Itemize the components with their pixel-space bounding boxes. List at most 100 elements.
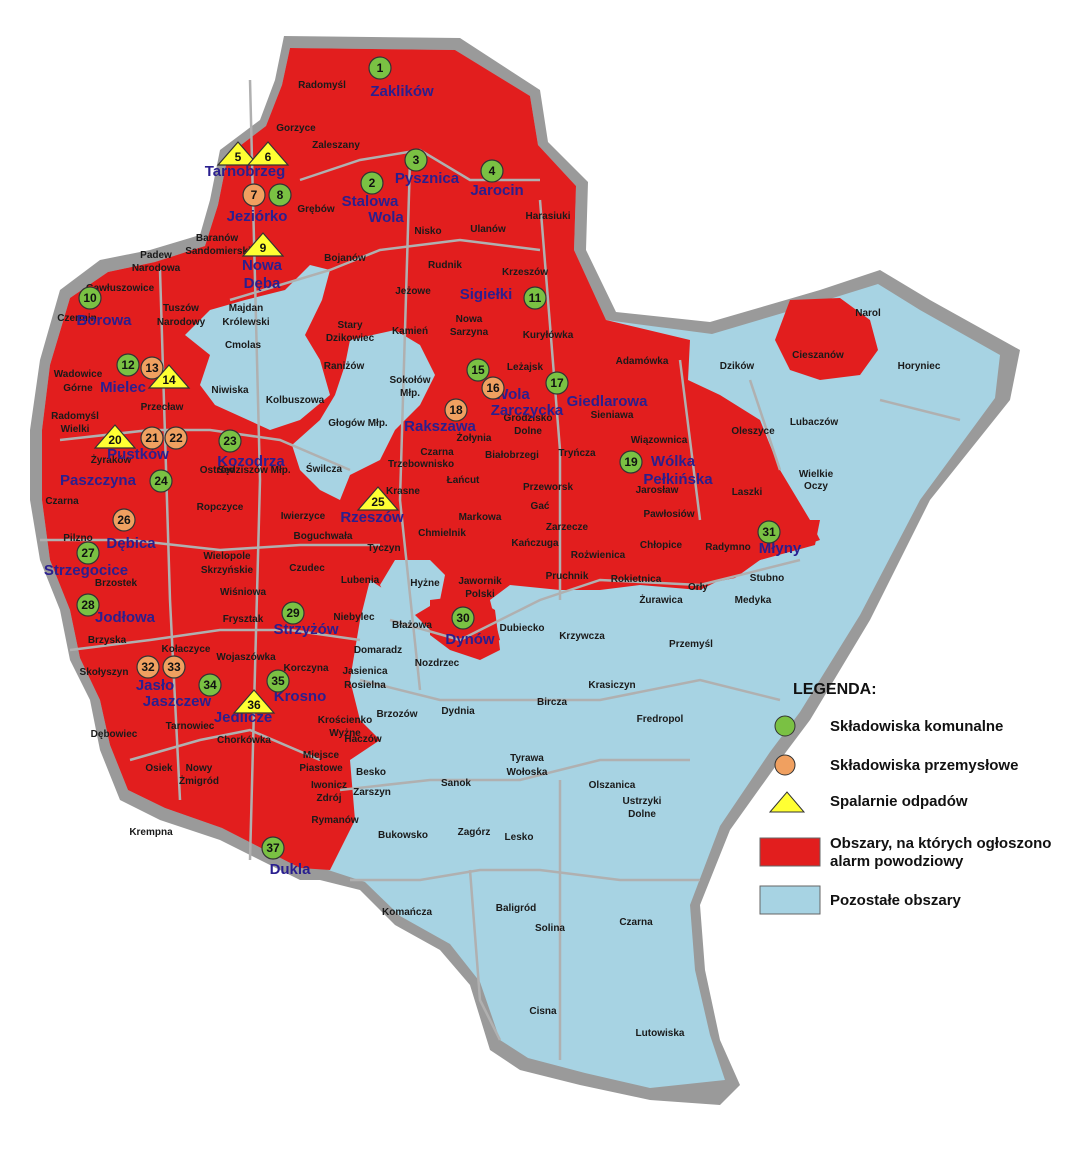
green-circle-icon xyxy=(149,469,173,493)
site-number: 8 xyxy=(277,188,284,202)
green-circle-icon xyxy=(76,593,100,617)
site-name: Zarczycka xyxy=(491,402,564,419)
site-number: 19 xyxy=(624,455,638,469)
green-circle-icon xyxy=(545,371,569,395)
site-name: Dukla xyxy=(270,861,312,878)
site-marker-35: 35 xyxy=(266,669,290,693)
gmina-label: Dydnia xyxy=(441,706,475,717)
gmina-label: Olszanica xyxy=(589,780,636,791)
legend-title: LEGENDA: xyxy=(793,681,877,698)
gmina-label: Sokołów xyxy=(389,375,430,386)
yellow-triangle-icon xyxy=(768,791,806,813)
gmina-label: Głogów Młp. xyxy=(328,418,388,429)
gmina-label: Ustrzyki xyxy=(623,796,662,807)
gmina-label: Niebylec xyxy=(333,612,375,623)
orange-circle-icon xyxy=(774,754,796,776)
site-number: 15 xyxy=(471,363,485,377)
gmina-label: Tyczyn xyxy=(367,543,400,554)
gmina-label: Stubno xyxy=(750,573,784,584)
site-marker-9: 9 xyxy=(241,232,285,257)
gmina-label: Czarna xyxy=(420,447,454,458)
gmina-label: Majdan xyxy=(229,303,263,314)
site-number: 20 xyxy=(108,433,122,447)
site-name: Strzyżów xyxy=(273,621,338,638)
green-circle-icon xyxy=(619,450,643,474)
orange-circle-icon xyxy=(140,426,164,450)
gmina-label: Dubiecko xyxy=(499,623,544,634)
gmina-label: Wielopole xyxy=(203,551,251,562)
gmina-label: Kolbuszowa xyxy=(266,395,325,406)
gmina-label: Kańczuga xyxy=(511,538,559,549)
gmina-label: Świlcza xyxy=(306,462,343,475)
site-marker-14: 14 xyxy=(147,364,191,389)
gmina-label: Dzików xyxy=(720,361,755,372)
site-marker-10: 10 xyxy=(78,286,102,310)
gmina-label: Wielki xyxy=(61,424,90,435)
site-name: Mielec xyxy=(100,379,146,396)
gmina-label: Raniżów xyxy=(324,361,365,372)
site-name: Jeziórko xyxy=(227,208,288,225)
site-number: 29 xyxy=(286,606,300,620)
green-circle-icon xyxy=(116,353,140,377)
site-number: 6 xyxy=(265,150,272,164)
site-marker-2: 2 xyxy=(360,171,384,195)
site-number: 4 xyxy=(489,164,496,178)
site-name: Rzeszów xyxy=(340,509,404,526)
gmina-label: Chorkówka xyxy=(217,735,271,746)
gmina-label: Rosielna xyxy=(344,680,386,691)
site-number: 32 xyxy=(141,660,155,674)
gmina-label: Miejsce xyxy=(303,750,340,761)
gmina-label: Czarna xyxy=(619,917,653,928)
site-number: 2 xyxy=(369,176,376,190)
site-number: 34 xyxy=(203,678,217,692)
gmina-label: Wyżne xyxy=(329,728,361,739)
site-number: 14 xyxy=(162,373,176,387)
site-marker-13: 13 xyxy=(140,356,164,380)
gmina-label: Baranów xyxy=(196,233,238,244)
gmina-label: Nozdrzec xyxy=(415,658,460,669)
gmina-label: Błażowa xyxy=(392,620,432,631)
site-number: 23 xyxy=(223,434,237,448)
legend-municipal: Składowiska komunalne xyxy=(830,718,1003,735)
gmina-label: Brzyska xyxy=(88,635,127,646)
gmina-label: Solina xyxy=(535,923,565,934)
red-rectangle-icon xyxy=(759,837,821,867)
gmina-label: Domaradz xyxy=(354,645,402,656)
legend-flood-line1: Obszary, na których ogłoszono xyxy=(830,835,1051,852)
site-number: 18 xyxy=(449,403,463,417)
legend-industrial: Składowiska przemysłowe xyxy=(830,757,1018,774)
orange-circle-icon xyxy=(444,398,468,422)
site-name: Zaklików xyxy=(370,83,434,100)
gmina-label: Sarzyna xyxy=(450,327,489,338)
gmina-label: Zagórz xyxy=(458,827,491,838)
site-marker-7: 7 xyxy=(242,183,266,207)
yellow-triangle-icon xyxy=(147,364,191,389)
gmina-label: Skołyszyn xyxy=(80,667,129,678)
legend: LEGENDA: Składowiska komunalne Składowis… xyxy=(759,681,1051,915)
gmina-label: Kamień xyxy=(392,326,428,337)
site-marker-24: 24 xyxy=(149,469,173,493)
site-marker-32: 32 xyxy=(136,655,160,679)
gmina-label: Krzywcza xyxy=(559,631,605,642)
site-marker-33: 33 xyxy=(162,655,186,679)
site-marker-5: 5 xyxy=(216,141,260,166)
site-name: Sigiełki xyxy=(460,286,513,303)
site-name: Dęba xyxy=(244,275,281,292)
gmina-label: Radomyśl xyxy=(298,80,346,91)
gmina-label: Ostrów xyxy=(200,465,235,476)
orange-circle-icon xyxy=(140,356,164,380)
site-name: Dynów xyxy=(445,631,495,648)
other-area-blazowa xyxy=(380,560,445,615)
gmina-label: Iwierzyce xyxy=(281,511,326,522)
green-circle-icon xyxy=(198,673,222,697)
site-marker-16: 16 xyxy=(481,376,505,400)
green-circle-icon xyxy=(368,56,392,80)
site-marker-1: 1 xyxy=(368,56,392,80)
gmina-label: Czudec xyxy=(289,563,325,574)
flood-area-mlyny xyxy=(700,520,820,585)
site-name: Kozodrza xyxy=(217,453,285,470)
gmina-label: Markowa xyxy=(459,512,502,523)
site-number: 36 xyxy=(247,698,261,712)
site-marker-19: 19 xyxy=(619,450,643,474)
